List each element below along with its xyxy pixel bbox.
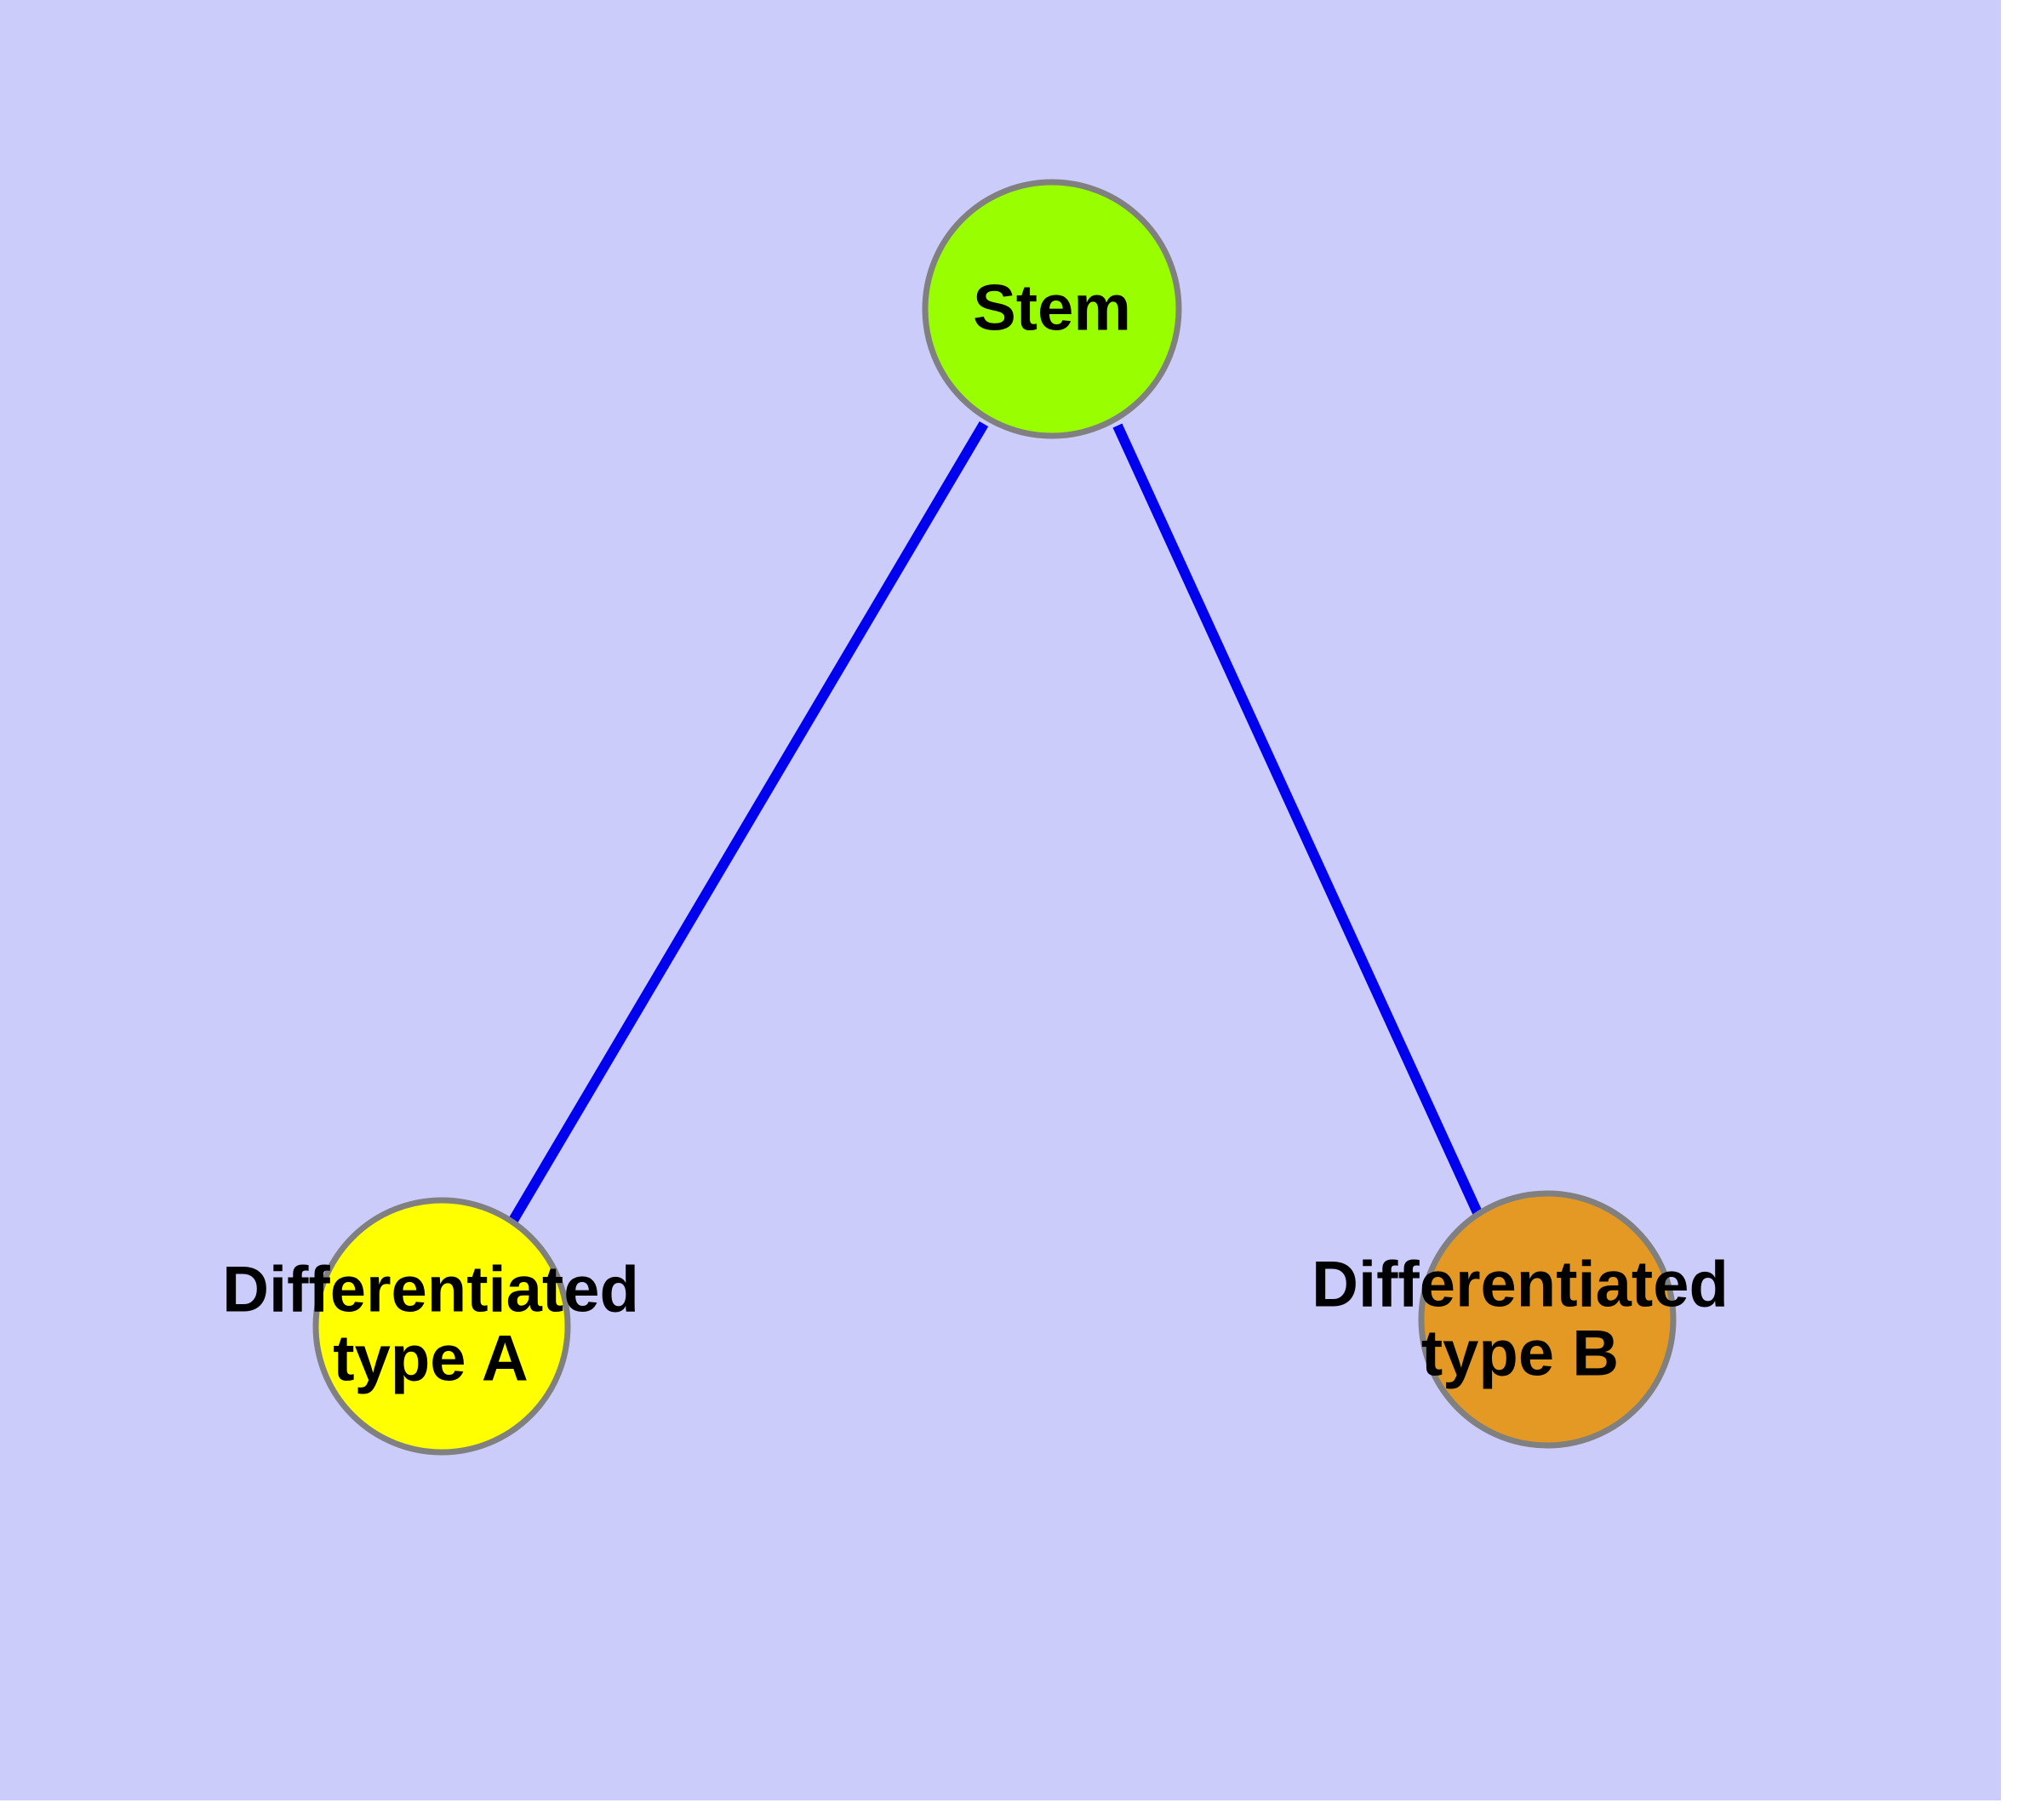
node-stem[interactable] (922, 179, 1182, 439)
graph-svg (312, 179, 1677, 1456)
node-layer (312, 179, 1677, 1456)
edge-stem-to-differentiated-type-a (506, 421, 989, 1227)
node-differentiated-type-b[interactable] (1418, 1190, 1677, 1449)
edge-stem-to-differentiated-type-b (1112, 423, 1484, 1219)
edge-layer (506, 421, 1484, 1227)
node-differentiated-type-a[interactable] (312, 1197, 571, 1456)
